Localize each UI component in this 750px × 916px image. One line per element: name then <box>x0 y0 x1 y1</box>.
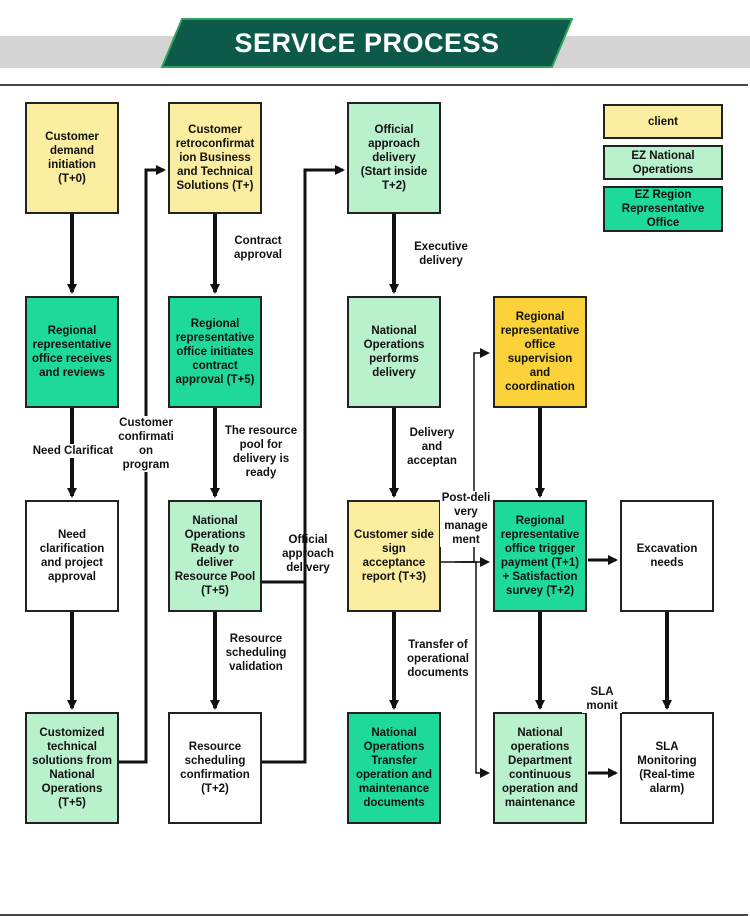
label-need-clarification: Need Clarificat <box>29 444 117 458</box>
label-post-delivery: Post-deli very manage ment <box>440 491 492 547</box>
node-excavation-needs: Excavation needs <box>620 500 714 612</box>
legend-client: client <box>603 104 723 139</box>
label-resource-pool-ready: The resource pool for delivery is ready <box>221 424 301 480</box>
node-official-approach: Official approach delivery (Start inside… <box>347 102 441 214</box>
node-customer-demand: Customer demand initiation (T+0) <box>25 102 119 214</box>
label-customer-confirmation: Customer confirmati on program <box>114 416 178 472</box>
legend-national-operations: EZ National Operations <box>603 145 723 180</box>
page-title: SERVICE PROCESS <box>234 28 500 58</box>
node-customized-solutions: Customized technical solutions from Nati… <box>25 712 119 824</box>
node-resource-pool: National Operations Ready to deliver Res… <box>168 500 262 612</box>
banner-shape <box>160 18 574 68</box>
node-contract-approval: Regional representative office initiates… <box>168 296 262 408</box>
label-resource-validation: Resource scheduling validation <box>221 632 291 674</box>
node-sign-acceptance: Customer side sign acceptance report (T+… <box>347 500 441 612</box>
title-banner: SERVICE PROCESS <box>160 17 574 69</box>
arrow-n11-n15 <box>462 561 490 778</box>
node-transfer-documents: National Operations Transfer operation a… <box>347 712 441 824</box>
node-supervision: Regional representative office supervisi… <box>493 296 587 408</box>
arrow-n8-n9 <box>262 165 345 764</box>
node-trigger-payment: Regional representative office trigger p… <box>493 500 587 612</box>
label-transfer-documents: Transfer of operational documents <box>402 638 474 680</box>
node-performs-delivery: National Operations performs delivery <box>347 296 441 408</box>
node-resource-scheduling: Resource scheduling confirmation (T+2) <box>168 712 262 824</box>
label-contract-approval: Contract approval <box>225 234 291 262</box>
label-sla-monit: SLA monit <box>582 685 622 713</box>
label-official-approach: Official approach delivery <box>282 534 334 574</box>
node-continuous-operation: National operations Department continuou… <box>493 712 587 824</box>
label-delivery-acceptance: Delivery and acceptan <box>402 426 462 468</box>
node-customer-retroconfirmation: Customer retroconfirmat ion Business and… <box>168 102 262 214</box>
node-sla-monitoring: SLA Monitoring (Real-time alarm) <box>620 712 714 824</box>
node-regional-receives: Regional representative office receives … <box>25 296 119 408</box>
legend-regional-office: EZ Region Representative Office <box>603 186 723 232</box>
node-need-clarification: Need clarification and project approval <box>25 500 119 612</box>
label-executive-delivery: Executive delivery <box>406 240 476 268</box>
